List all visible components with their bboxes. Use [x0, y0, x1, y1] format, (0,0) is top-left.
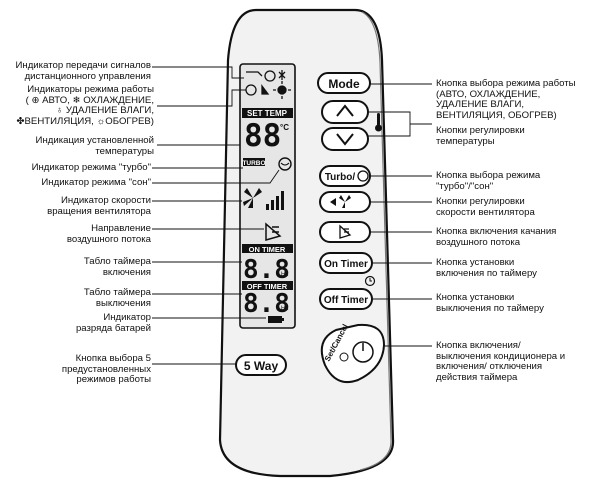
clock-icon [364, 275, 376, 287]
sleep-icon [278, 157, 292, 171]
lcd-panel [239, 63, 296, 329]
off-timer-label: OFF TIMER [247, 282, 288, 291]
leader-lines-left [152, 66, 280, 365]
on-timer-digits: 8.8 [243, 255, 290, 285]
leader-lines-right [368, 83, 432, 347]
sleep-icon [357, 170, 369, 182]
clock-icon [339, 352, 349, 362]
label-mode-indicators: Индикаторы режима работы( ⊕ АВТО, ❄ ОХЛА… [16, 84, 155, 127]
five-way-label: 5 Way [244, 359, 279, 373]
lcd-mode-icons [245, 70, 291, 99]
label-mode-button: Кнопка выбора режима работы(АВТО, ОХЛАЖД… [436, 78, 576, 121]
power-icon [352, 341, 374, 363]
temp-down-button[interactable] [321, 127, 369, 151]
label-power-button: Кнопка включения/выключения кондиционера… [436, 340, 566, 383]
fan-speed-icon [243, 188, 284, 210]
swing-icon [339, 224, 352, 239]
turbo-sleep-button[interactable]: Turbo/ [319, 165, 371, 187]
swing-button[interactable] [319, 221, 371, 243]
turbo-label: TURBO [242, 160, 265, 167]
battery-icon [268, 316, 282, 323]
label-turbo-sleep-button: Кнопка выбора режима"турбо"/"сон" [436, 170, 541, 192]
turbo-button-label: Turbo/ [325, 172, 356, 183]
off-timer-button[interactable]: Off Timer [319, 288, 373, 310]
temp-digits: 88 [244, 118, 281, 154]
set-temp-label: SET TEMP [247, 109, 288, 118]
set-temp-box [242, 108, 293, 118]
airflow-direction-icon [265, 222, 282, 241]
off-timer-button-label: Off Timer [324, 295, 368, 306]
on-timer-label: ON TIMER [249, 245, 286, 254]
mode-button[interactable]: Mode [317, 72, 371, 94]
turbo-indicator [243, 158, 265, 166]
remote-body-shading [359, 11, 392, 471]
on-timer-button[interactable]: On Timer [319, 252, 373, 274]
mode-button-label: Mode [328, 77, 360, 91]
temp-up-button[interactable] [321, 100, 369, 124]
off-timer-box [242, 281, 293, 290]
temp-unit: °C [280, 123, 289, 132]
on-timer-button-label: On Timer [324, 259, 368, 270]
label-turbo-indicator: Индикатор режима "турбо" [31, 162, 151, 173]
off-timer-hr: Hr. [281, 306, 289, 312]
fan-icon [330, 195, 351, 208]
thermometer-icon [375, 113, 382, 132]
off-timer-digits: 8.8 [243, 289, 290, 319]
on-timer-hr: Hr. [281, 272, 289, 278]
fan-speed-button[interactable] [319, 191, 371, 213]
label-sleep-indicator: Индикатор режима "сон" [41, 177, 151, 188]
five-way-button[interactable]: 5 Way [235, 354, 287, 376]
on-timer-box [242, 244, 293, 253]
